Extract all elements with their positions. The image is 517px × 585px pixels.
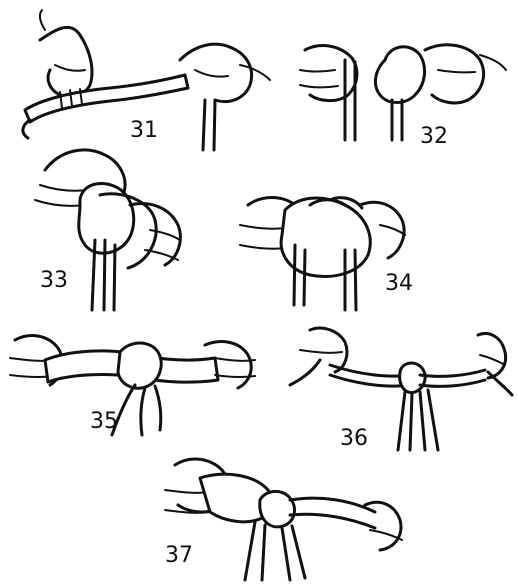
step-label-35: 35 <box>90 409 118 434</box>
step-36-illustration <box>290 328 512 450</box>
step-label-37: 37 <box>165 543 193 568</box>
step-label-31: 31 <box>130 118 158 143</box>
step-34-illustration <box>240 198 405 311</box>
step-label-33: 33 <box>40 268 68 293</box>
step-37-illustration <box>165 459 402 580</box>
step-label-32: 32 <box>420 124 448 149</box>
step-32-illustration <box>300 45 506 140</box>
step-35-illustration <box>10 336 255 435</box>
step-label-34: 34 <box>385 271 413 296</box>
step-label-36: 36 <box>340 426 368 451</box>
